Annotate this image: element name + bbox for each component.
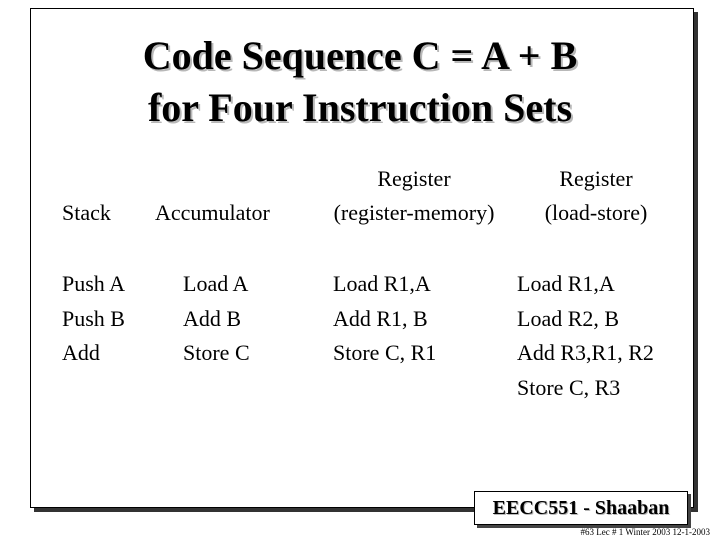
code-line: Load R1,A (517, 271, 615, 296)
slide-footnote: #63 Lec # 1 Winter 2003 12-1-2003 (580, 527, 710, 537)
header-load-store-line2: (load-store) (544, 200, 648, 225)
stack-column: Push A Push B Add (62, 267, 125, 371)
code-line: Load R1,A (333, 271, 431, 296)
code-line: Push A (62, 271, 125, 296)
header-register-memory-line1: Register (377, 166, 451, 191)
title-line-1: Code Sequence C = A + B (142, 33, 578, 78)
header-stack: Stack (62, 200, 111, 225)
slide-frame (30, 8, 694, 508)
header-load-store-line1: Register (559, 166, 633, 191)
code-line: Load R2, B (517, 305, 620, 331)
code-line: Add R1, B (333, 305, 428, 331)
code-line: Add B (183, 305, 242, 331)
header-register-memory-line2: (register-memory) (333, 200, 495, 225)
slide-title: Code Sequence C = A + B for Four Instruc… (0, 30, 720, 134)
code-line: Store C (183, 340, 250, 365)
accumulator-column: Load A Add B Store C (183, 267, 250, 371)
title-line-2: for Four Instruction Sets (147, 85, 573, 130)
code-line: Store C, R3 (517, 374, 621, 400)
code-line: Load A (183, 271, 249, 296)
header-accumulator: Accumulator (155, 200, 270, 225)
code-line: Push B (62, 305, 125, 331)
register-memory-column: Load R1,A Add R1, B Store C, R1 (333, 267, 436, 371)
code-line: Store C, R1 (333, 340, 437, 365)
course-label-box: EECC551 - Shaaban (474, 491, 688, 525)
code-line: Add (62, 340, 100, 365)
code-line: Add R3,R1, R2 (517, 340, 654, 365)
load-store-column: Load R1,A Load R2, B Add R3,R1, R2 Store… (517, 267, 654, 405)
